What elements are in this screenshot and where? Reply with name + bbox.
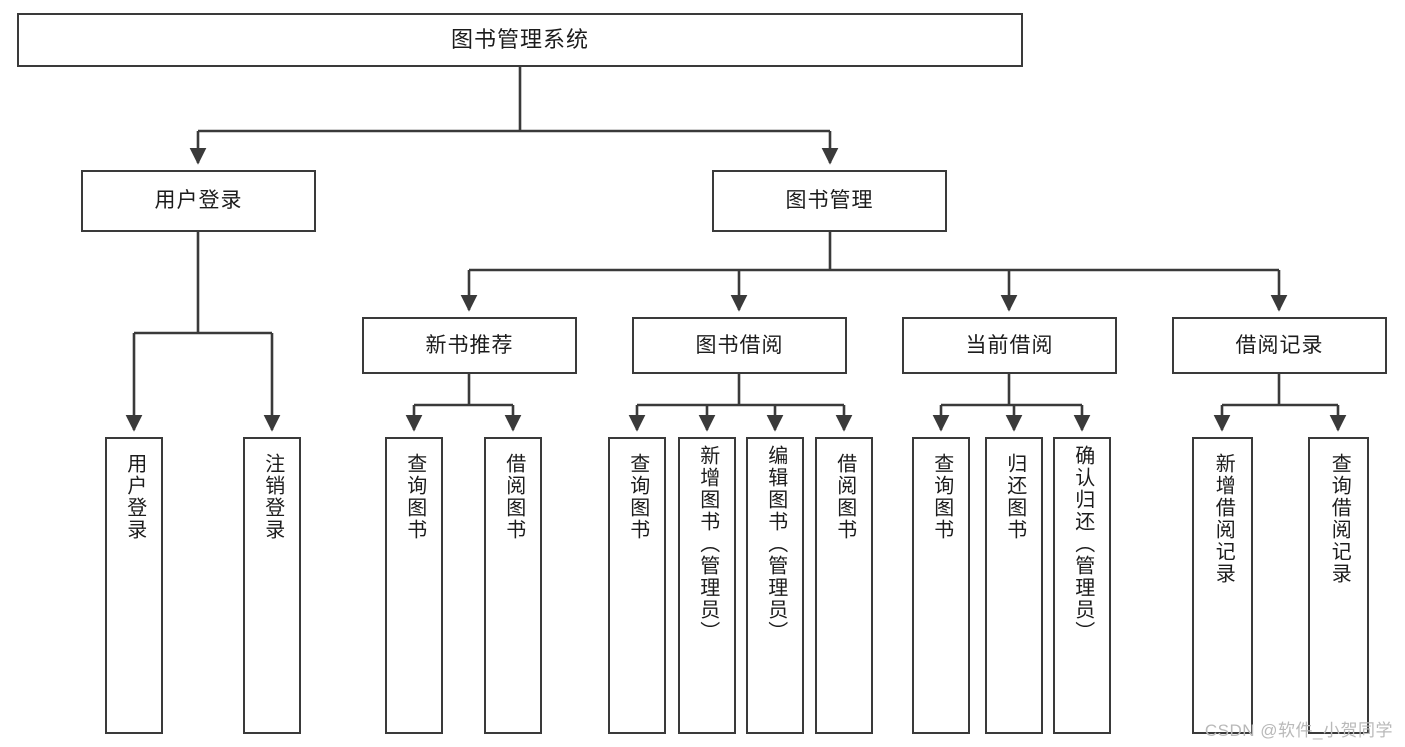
node-leaf-confirm-return[interactable]: 确认归还（管理员） (1053, 437, 1111, 734)
node-leaf-confirm-return-label: 确认归还（管理员） (1071, 445, 1094, 643)
csdn-watermark: CSDN @软件_小贺同学 (1204, 721, 1393, 740)
node-user-login-label: 用户登录 (154, 189, 243, 213)
node-current-borrow-label: 当前借阅 (965, 333, 1054, 357)
node-leaf-query-book-1-label: 查询图书 (403, 453, 426, 541)
node-leaf-user-login-label: 用户登录 (123, 453, 146, 541)
node-new-book-recommend-label: 新书推荐 (425, 333, 514, 357)
node-leaf-edit-book-label: 编辑图书（管理员） (764, 445, 787, 643)
node-book-manage-label: 图书管理 (785, 189, 874, 213)
node-leaf-add-book-label: 新增图书（管理员） (696, 445, 719, 643)
node-book-borrow[interactable]: 图书借阅 (632, 317, 847, 374)
node-leaf-query-book-2[interactable]: 查询图书 (608, 437, 666, 734)
node-user-login[interactable]: 用户登录 (81, 170, 316, 232)
node-leaf-query-borrow-record[interactable]: 查询借阅记录 (1308, 437, 1369, 734)
node-root-system[interactable]: 图书管理系统 (17, 13, 1023, 67)
node-leaf-return-book-label: 归还图书 (1003, 453, 1026, 541)
node-leaf-logout-login[interactable]: 注销登录 (243, 437, 301, 734)
node-leaf-query-book-3-label: 查询图书 (930, 453, 953, 541)
node-leaf-query-book-1[interactable]: 查询图书 (385, 437, 443, 734)
node-leaf-add-book[interactable]: 新增图书（管理员） (678, 437, 736, 734)
node-leaf-edit-book[interactable]: 编辑图书（管理员） (746, 437, 804, 734)
node-leaf-query-borrow-record-label: 查询借阅记录 (1328, 453, 1351, 585)
node-leaf-return-book[interactable]: 归还图书 (985, 437, 1043, 734)
node-leaf-borrow-book-1[interactable]: 借阅图书 (484, 437, 542, 734)
node-root-system-label: 图书管理系统 (450, 26, 589, 52)
node-leaf-borrow-book-2[interactable]: 借阅图书 (815, 437, 873, 734)
node-leaf-add-borrow-record-label: 新增借阅记录 (1212, 453, 1235, 585)
node-leaf-borrow-book-2-label: 借阅图书 (833, 453, 856, 541)
node-book-borrow-label: 图书借阅 (695, 333, 784, 357)
node-book-manage[interactable]: 图书管理 (712, 170, 947, 232)
node-current-borrow[interactable]: 当前借阅 (902, 317, 1117, 374)
node-borrow-record-label: 借阅记录 (1235, 333, 1324, 357)
node-leaf-user-login[interactable]: 用户登录 (105, 437, 163, 734)
node-leaf-borrow-book-1-label: 借阅图书 (502, 453, 525, 541)
node-leaf-query-book-2-label: 查询图书 (626, 453, 649, 541)
node-leaf-query-book-3[interactable]: 查询图书 (912, 437, 970, 734)
node-new-book-recommend[interactable]: 新书推荐 (362, 317, 577, 374)
node-leaf-add-borrow-record[interactable]: 新增借阅记录 (1192, 437, 1253, 734)
node-borrow-record[interactable]: 借阅记录 (1172, 317, 1387, 374)
node-leaf-logout-login-label: 注销登录 (261, 453, 284, 541)
